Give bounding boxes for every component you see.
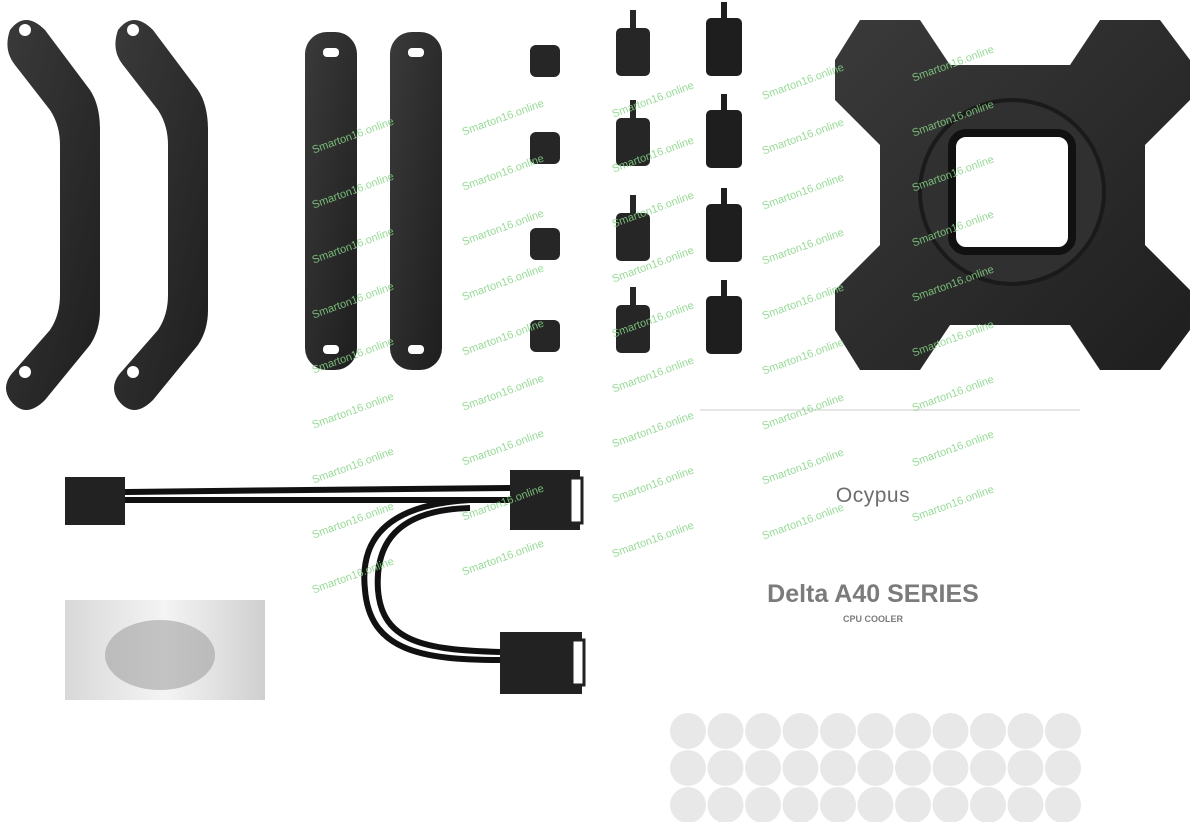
thermal-paste-packet <box>65 600 265 700</box>
fan-splitter-cable <box>65 470 586 694</box>
intel-backplate <box>835 20 1190 370</box>
sticker-dot <box>895 750 931 786</box>
sticker-dot <box>1007 750 1044 786</box>
sticker-dot <box>745 787 781 822</box>
sticker-dot <box>1045 787 1081 822</box>
product-title: Delta A40 SERIES <box>767 580 979 608</box>
curved-bracket-left <box>6 20 100 410</box>
standoff-nuts <box>530 45 560 352</box>
sticker-dot <box>670 713 706 749</box>
sticker-dot <box>782 750 819 786</box>
sticker-dot <box>745 750 781 786</box>
sticker-dot <box>970 787 1006 822</box>
standoff-screws-long <box>706 2 742 354</box>
sticker-dot <box>820 713 856 749</box>
sticker-dot <box>895 787 931 822</box>
sticker-dot <box>745 713 781 749</box>
rubber-pad-stickers <box>670 713 1081 822</box>
sticker-dot <box>932 787 969 822</box>
sticker-dot <box>707 713 744 749</box>
sticker-dot <box>932 713 969 749</box>
sticker-dot <box>1007 713 1044 749</box>
sticker-dot <box>857 713 894 749</box>
sticker-dot <box>1007 787 1044 822</box>
sticker-dot <box>670 787 706 822</box>
sticker-dot <box>857 750 894 786</box>
sticker-dot <box>782 713 819 749</box>
sticker-dot <box>970 750 1006 786</box>
sticker-dot <box>970 713 1006 749</box>
product-subtitle: CPU COOLER <box>842 614 903 624</box>
straight-bracket-left <box>305 32 357 370</box>
curved-bracket-right <box>114 20 208 410</box>
sticker-dot <box>932 750 969 786</box>
sticker-dot <box>895 713 931 749</box>
sticker-dot <box>857 787 894 822</box>
sticker-dot <box>1045 713 1081 749</box>
sticker-dot <box>670 750 706 786</box>
standoff-screws-short <box>616 10 650 353</box>
brand-logo: Ocypus <box>835 484 911 507</box>
sticker-dot <box>707 787 744 822</box>
sticker-dot <box>782 787 819 822</box>
sticker-dot <box>1045 750 1081 786</box>
sticker-dot <box>820 787 856 822</box>
straight-bracket-right <box>390 32 442 370</box>
sticker-dot <box>820 750 856 786</box>
sticker-dot <box>707 750 744 786</box>
